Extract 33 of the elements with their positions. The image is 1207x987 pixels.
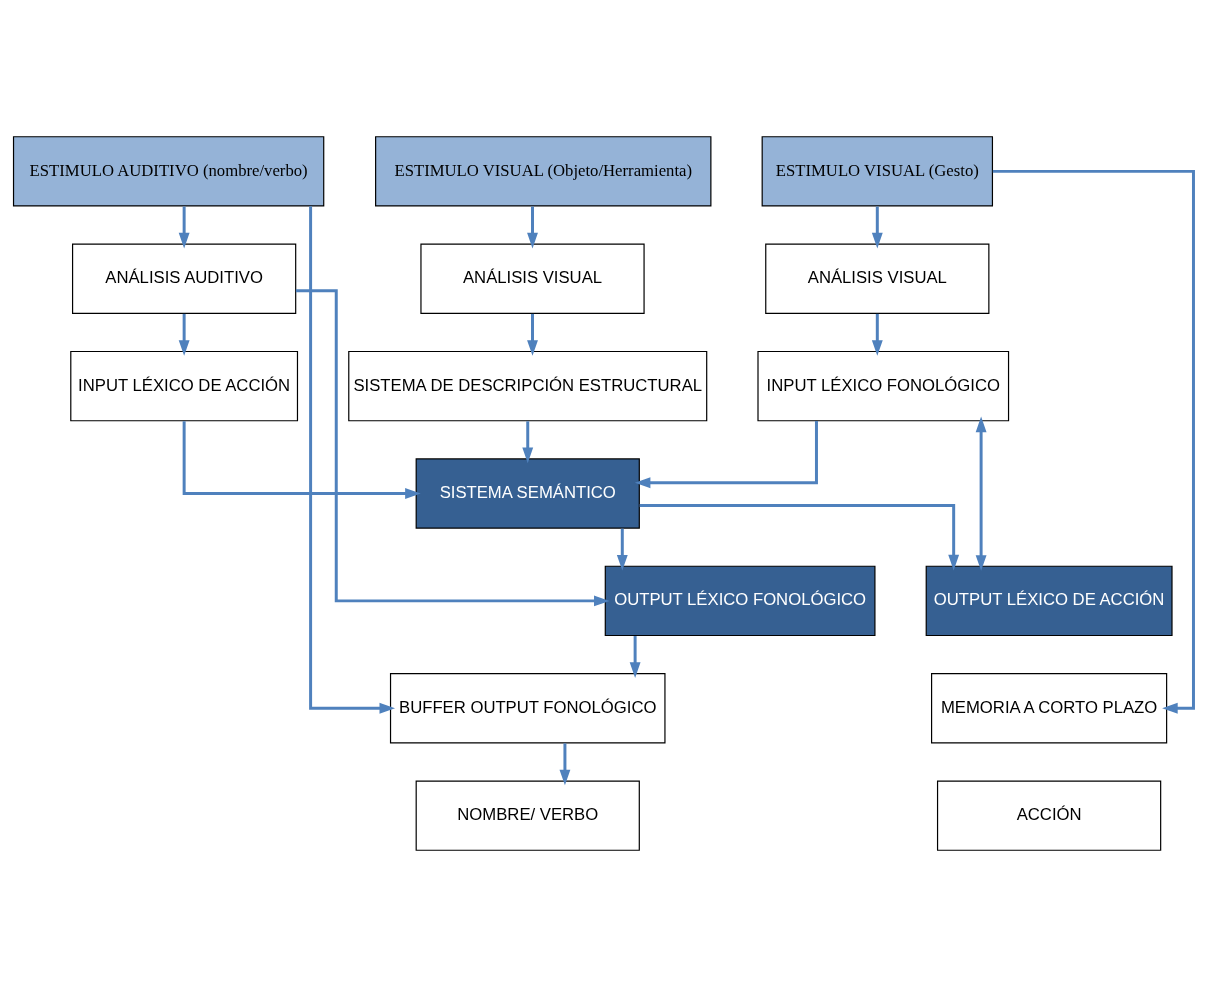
arrow (178, 313, 190, 356)
node-box: OUTPUT LÉXICO DE ACCIÓN (925, 565, 1173, 637)
node-box: INPUT LÉXICO DE ACCIÓN (70, 350, 299, 422)
node-box: ANÁLISIS VISUAL (420, 243, 645, 314)
arrow (629, 636, 641, 678)
arrow (527, 313, 538, 356)
arrow (975, 416, 987, 571)
arrow (178, 206, 190, 249)
node-box: INPUT LÉXICO FONOLÓGICO (757, 350, 1010, 422)
arrow (871, 206, 883, 249)
node-box: MEMORIA A CORTO PLAZO (931, 673, 1168, 744)
node-box: ANÁLISIS AUDITIVO (72, 243, 297, 314)
arrow (295, 289, 610, 607)
node-box: SISTEMA DE DESCRIPCIÓN ESTRUCTURAL (348, 350, 708, 422)
node-box: ANÁLISIS VISUAL (765, 243, 990, 314)
node-box: ESTIMULO VISUAL (Gesto) (761, 136, 994, 207)
arrow (992, 169, 1195, 714)
arrow (527, 206, 538, 249)
arrow (182, 421, 421, 499)
node-box: ACCIÓN (936, 780, 1162, 851)
arrow (616, 528, 628, 571)
node-box: SISTEMA SEMÁNTICO (415, 458, 640, 529)
arrow (309, 206, 396, 714)
arrow (522, 421, 534, 464)
node-box: NOMBRE/ VERBO (415, 780, 640, 851)
arrow (639, 503, 960, 571)
arrow (871, 313, 883, 356)
node-box: BUFFER OUTPUT FONOLÓGICO (389, 673, 666, 744)
arrow (634, 421, 818, 489)
node-box: ESTIMULO VISUAL (Objeto/Herramienta) (375, 136, 712, 207)
node-box: ESTIMULO AUDITIVO (nombre/verbo) (12, 136, 325, 207)
node-box: OUTPUT LÉXICO FONOLÓGICO (604, 565, 876, 637)
arrow (559, 743, 571, 786)
